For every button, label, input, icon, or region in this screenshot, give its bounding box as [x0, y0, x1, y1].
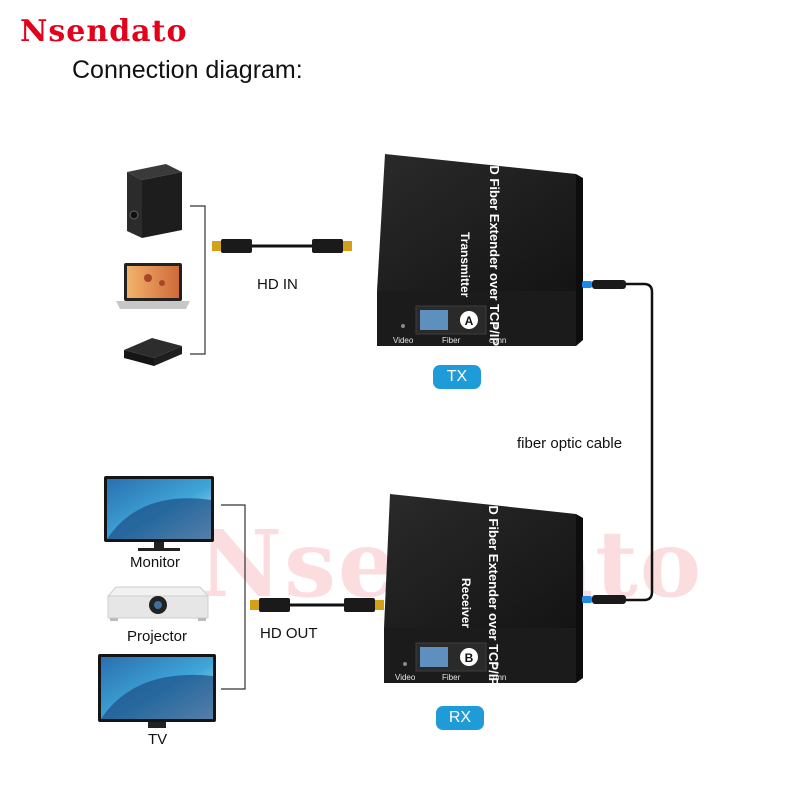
tx-lid-title: HD Fiber Extender over TCP/IP [487, 156, 502, 346]
tx-lid-subtitle: Transmitter [458, 232, 472, 298]
receiver-device [384, 494, 583, 683]
rx-port-label-video: Video [395, 673, 416, 682]
displays-bracket [221, 504, 246, 690]
rx-lid-subtitle: Receiver [459, 578, 473, 628]
rx-badge: RX [436, 706, 484, 730]
tv-icon [98, 654, 216, 728]
page-title: Connection diagram: [72, 56, 303, 84]
display-label-projector: Projector [127, 628, 188, 645]
monitor-icon [104, 476, 214, 551]
display-label-tv: TV [148, 731, 168, 748]
rx-port-label-fiber: Fiber [442, 673, 461, 682]
projector-icon [106, 586, 210, 621]
tx-port-label-video: Video [393, 336, 414, 345]
tx-port-letter: A [465, 314, 474, 328]
transmitter-device [377, 154, 583, 346]
display-label-monitor: Monitor [130, 554, 181, 571]
tx-port-label-fiber: Fiber [442, 336, 461, 345]
hd-out-label: HD OUT [260, 625, 318, 642]
laptop-icon [116, 263, 190, 309]
sources-bracket [190, 205, 206, 355]
rx-lid-title: HD Fiber Extender over TCP/IP [486, 496, 501, 686]
brand-logo: Nsendato [20, 14, 188, 49]
fiber-cable-label: fiber optic cable [517, 435, 623, 452]
hdmi-cable-icon [250, 598, 384, 612]
rx-port-letter: B [465, 651, 474, 665]
fiber-optic-cable [582, 280, 654, 604]
tx-port-label-conn: conn [489, 336, 506, 345]
pc-tower-icon [127, 164, 182, 238]
hd-in-label: HD IN [257, 276, 298, 293]
set-top-box-icon [124, 338, 182, 366]
hdmi-cable-icon [212, 239, 352, 253]
rx-port-label-conn: conn [489, 673, 506, 682]
tx-badge: TX [433, 365, 481, 389]
